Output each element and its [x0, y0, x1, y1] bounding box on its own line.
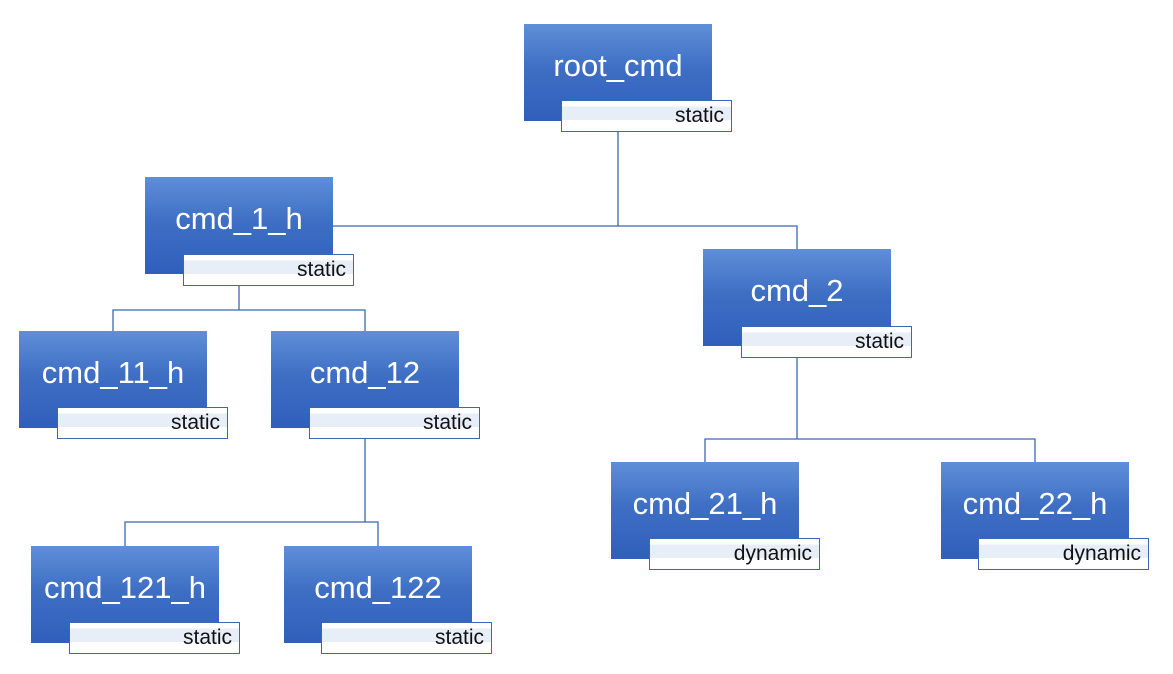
- connector-cmd_1_h-cmd_12: [239, 309, 366, 331]
- connector-cmd_2-cmd_22_h: [797, 438, 1036, 462]
- node-cmd_122[interactable]: cmd_122: [284, 546, 472, 643]
- node-label: cmd_122: [314, 570, 442, 605]
- connector-cmd_1_h-cmd_11_h: [112, 309, 239, 331]
- node-label: cmd_2: [750, 273, 844, 308]
- node-tag-cmd_122: static: [321, 622, 492, 654]
- node-tag-text: static: [422, 411, 472, 434]
- node-label: cmd_12: [309, 355, 421, 390]
- connector-root_cmd-cmd_1_h: [332, 132, 619, 227]
- node-tag-text: static: [296, 258, 346, 281]
- node-label: cmd_1_h: [175, 201, 303, 236]
- edge-cmd_2-children: [704, 358, 1036, 462]
- connector-cmd_2-cmd_21_h: [704, 438, 797, 462]
- connector-cmd_12-cmd_121_h: [124, 521, 365, 546]
- node-label: root_cmd: [553, 48, 683, 83]
- node-tag-cmd_121_h: static: [69, 622, 240, 654]
- node-tag-cmd_21_h: dynamic: [649, 538, 820, 570]
- connector-root_cmd-cmd_2: [618, 225, 798, 249]
- node-tag-text: static: [182, 626, 232, 649]
- node-label: cmd_21_h: [632, 486, 778, 521]
- node-tag-cmd_1_h: static: [183, 254, 354, 286]
- edge-cmd_12-children: [124, 439, 379, 546]
- node-label: cmd_11_h: [41, 355, 185, 390]
- node-tag-text: static: [674, 104, 724, 127]
- node-tag-cmd_12: static: [309, 407, 480, 439]
- node-label: cmd_121_h: [43, 570, 206, 605]
- edge-root-to-level1: [332, 132, 798, 249]
- node-tag-root_cmd: static: [561, 100, 732, 132]
- node-tag-text: dynamic: [1062, 542, 1141, 565]
- node-tag-text: static: [434, 626, 484, 649]
- node-tag-text: static: [170, 411, 220, 434]
- node-tag-cmd_2: static: [741, 326, 912, 358]
- node-tag-text: dynamic: [733, 542, 812, 565]
- node-tag-text: static: [854, 330, 904, 353]
- node-label: cmd_22_h: [962, 486, 1108, 521]
- node-tag-cmd_22_h: dynamic: [978, 538, 1149, 570]
- edge-cmd_1_h-children: [112, 286, 366, 331]
- node-tag-cmd_11_h: static: [57, 407, 228, 439]
- connector-cmd_12-cmd_122: [365, 521, 379, 546]
